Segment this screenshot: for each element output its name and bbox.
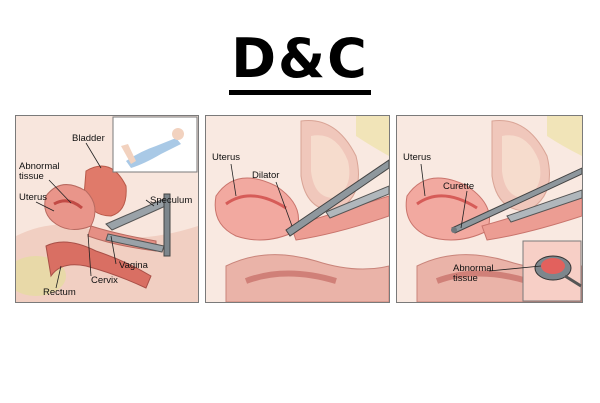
panel-dilator: Uterus Dilator [205, 115, 390, 303]
label-abnormal-tissue: Abnormal tissue [453, 263, 494, 284]
label-uterus: Uterus [212, 152, 240, 163]
label-uterus: Uterus [403, 152, 431, 163]
label-curette: Curette [443, 181, 475, 192]
label-speculum: Speculum [150, 195, 193, 206]
anatomy-illustration [16, 116, 198, 302]
label-dilator: Dilator [252, 170, 280, 181]
label-uterus: Uterus [19, 192, 47, 203]
label-abnormal-tissue: Abnormal tissue [19, 161, 60, 182]
label-vagina: Vagina [119, 260, 148, 271]
label-rectum: Rectum [43, 287, 76, 298]
label-bladder: Bladder [72, 133, 105, 144]
page-title: D&C [0, 30, 600, 95]
title-text: D&C [229, 30, 371, 95]
panel-curette: Uterus Curette Abnormal tissue [396, 115, 583, 303]
panel-anatomy: Bladder Abnormal tissue Uterus Speculum … [15, 115, 199, 303]
label-cervix: Cervix [91, 275, 118, 286]
dilator-illustration [206, 116, 389, 302]
curette-illustration [397, 116, 582, 302]
